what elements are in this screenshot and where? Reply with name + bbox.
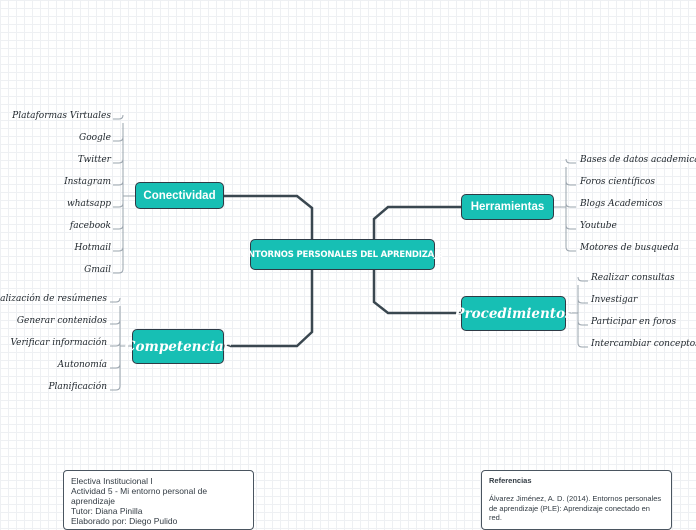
subtopic-connector xyxy=(110,341,121,347)
subtopic-connector xyxy=(110,297,121,303)
central-topic[interactable]: ENTORNOS PERSONALES DEL APRENDIZAJE xyxy=(242,239,443,270)
subtopic-connector xyxy=(110,385,121,391)
branch-procedimientos-label: Procedimientos xyxy=(454,305,573,322)
subtopic-connector xyxy=(577,298,588,304)
branch-herramientas[interactable]: Herramientas xyxy=(461,194,554,220)
info-note-line: Tutor: Diana Pinilla xyxy=(71,506,143,516)
subtopic-connector xyxy=(113,180,124,186)
subtopic-competencias[interactable]: Planificación xyxy=(48,382,107,392)
trunk-herramientas xyxy=(372,205,462,240)
branch-conectividad[interactable]: Conectividad xyxy=(135,182,224,209)
subtopic-herramientas[interactable]: Foros científicos xyxy=(580,177,655,187)
subtopic-conectividad[interactable]: Instagram xyxy=(64,177,111,187)
branch-competencias[interactable]: Competencias xyxy=(125,329,231,364)
subtopic-procedimientos[interactable]: Participar en foros xyxy=(591,317,677,327)
info-note[interactable]: Electiva Institucional I Actividad 5 - M… xyxy=(63,470,254,530)
trunk-procedimientos xyxy=(372,270,462,315)
subtopic-conectividad[interactable]: Hotmail xyxy=(74,243,111,253)
subtopic-connector xyxy=(110,363,121,369)
subtopic-herramientas[interactable]: Bases de datos academicas xyxy=(580,155,696,165)
subtopic-herramientas[interactable]: Youtube xyxy=(580,221,617,231)
trunk-conectividad xyxy=(223,194,314,240)
subtopic-connector xyxy=(113,268,124,274)
subtopic-competencias[interactable]: Autonomía xyxy=(57,360,107,370)
branch-herramientas-label: Herramientas xyxy=(470,201,545,213)
subtopic-connector xyxy=(113,158,124,164)
subtopic-conectividad[interactable]: Gmail xyxy=(84,265,111,275)
subtopic-connector xyxy=(565,180,576,186)
info-note-line: Electiva Institucional I xyxy=(71,476,153,486)
subtopic-competencias[interactable]: Generar contenidos xyxy=(16,316,107,326)
subtopic-conectividad[interactable]: Plataformas Virtuales xyxy=(12,111,111,121)
subtopic-connector xyxy=(113,246,124,252)
branch-procedimientos[interactable]: Procedimientos xyxy=(454,296,573,331)
branch-conectividad-label: Conectividad xyxy=(143,189,216,202)
subtopic-conectividad[interactable]: facebook xyxy=(69,221,111,231)
branch-competencias-label: Competencias xyxy=(124,338,232,355)
subtopic-connector xyxy=(110,319,121,325)
subtopic-connector xyxy=(577,342,588,348)
subtopic-connector xyxy=(565,246,576,252)
subtopic-connector xyxy=(565,202,576,208)
subtopic-procedimientos[interactable]: Realizar consultas xyxy=(591,273,675,283)
central-topic-label: ENTORNOS PERSONALES DEL APRENDIZAJE xyxy=(242,249,443,260)
subtopic-competencias[interactable]: Realización de resúmenes xyxy=(0,294,107,304)
subtopic-connector xyxy=(113,224,124,230)
subtopic-conectividad[interactable]: Twitter xyxy=(77,155,111,165)
subtopic-competencias[interactable]: Verificar información xyxy=(10,338,107,348)
subtopic-connector xyxy=(577,276,588,282)
subtopic-connector xyxy=(113,136,124,142)
subtopic-procedimientos[interactable]: Intercambiar conceptos xyxy=(591,339,696,349)
subtopic-connector xyxy=(565,224,576,230)
subtopic-conectividad[interactable]: Google xyxy=(79,133,111,143)
references-title: Referencias xyxy=(489,476,532,485)
references-text: Álvarez Jiménez, A. D. (2014). Entornos … xyxy=(489,494,662,522)
subtopic-connector xyxy=(577,320,588,326)
subtopic-herramientas[interactable]: Motores de busqueda xyxy=(580,243,679,253)
subtopic-procedimientos[interactable]: Investigar xyxy=(591,295,638,305)
info-note-line: Elaborado por: Diego Pulido xyxy=(71,516,178,526)
subtopic-conectividad[interactable]: whatsapp xyxy=(67,199,111,209)
subtopic-connector xyxy=(113,114,124,120)
references-note[interactable]: Referencias Álvarez Jiménez, A. D. (2014… xyxy=(481,470,672,530)
trunk-competencias xyxy=(223,270,314,348)
subtopic-connector xyxy=(113,202,124,208)
info-note-line: Actividad 5 - Mi entorno personal de apr… xyxy=(71,486,208,506)
subtopic-herramientas[interactable]: Blogs Academicos xyxy=(580,199,663,209)
subtopic-connector xyxy=(565,158,576,164)
